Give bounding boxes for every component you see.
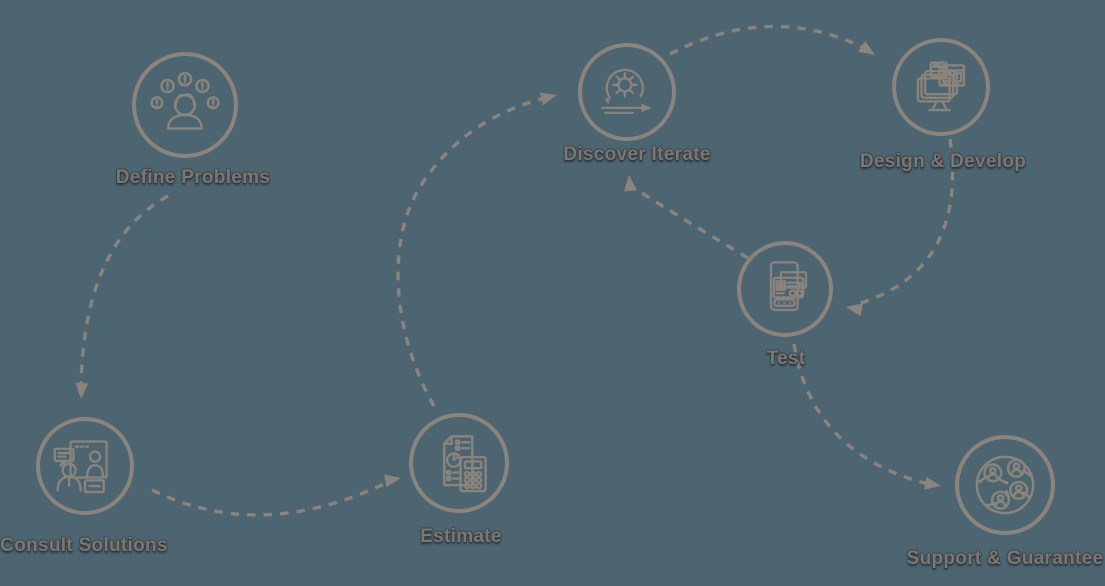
person-idea-bubbles-icon [150, 71, 220, 130]
arrowhead-test-to-support [924, 476, 941, 490]
arrow-consult-to-estimate [151, 479, 391, 517]
step-label: Test [766, 348, 806, 369]
step-label: Discover Iterate [563, 144, 711, 165]
step-circle [578, 43, 676, 141]
step-label: Consult Solutions [0, 535, 168, 556]
agile-sprint-gear-icon [601, 68, 652, 115]
step-circle [409, 413, 509, 513]
step-label: Design & Develop [859, 151, 1027, 172]
arrow-test-to-support [792, 343, 929, 486]
consultation-meeting-icon [53, 440, 108, 494]
step-label: Define Problems [115, 167, 271, 188]
arrowhead-discover-to-design [858, 40, 875, 55]
step-circle [132, 52, 238, 158]
arrowhead-define-to-consult [75, 382, 89, 399]
people-network-icon [975, 455, 1035, 515]
step-circle [892, 38, 990, 136]
step-label: Support & Guarantee [906, 548, 1104, 569]
arrow-design-to-test [857, 138, 955, 306]
step-label: Estimate [420, 526, 502, 547]
device-test-cards-icon [769, 261, 808, 312]
document-calculator-icon [443, 435, 487, 493]
arrow-estimate-to-discover [396, 96, 546, 407]
arrowhead-estimate-to-discover [539, 92, 557, 106]
arrow-discover-to-design [669, 24, 865, 56]
arrowhead-test-to-discover [623, 175, 637, 192]
arrowhead-consult-to-estimate [384, 474, 401, 488]
arrow-test-to-discover [633, 186, 749, 260]
step-circle [737, 241, 833, 337]
arrow-define-to-consult [79, 194, 169, 387]
step-circle [955, 435, 1055, 535]
arrowhead-design-to-test [846, 303, 863, 317]
monitor-browser-windows-icon [916, 61, 966, 112]
step-circle [36, 417, 134, 515]
